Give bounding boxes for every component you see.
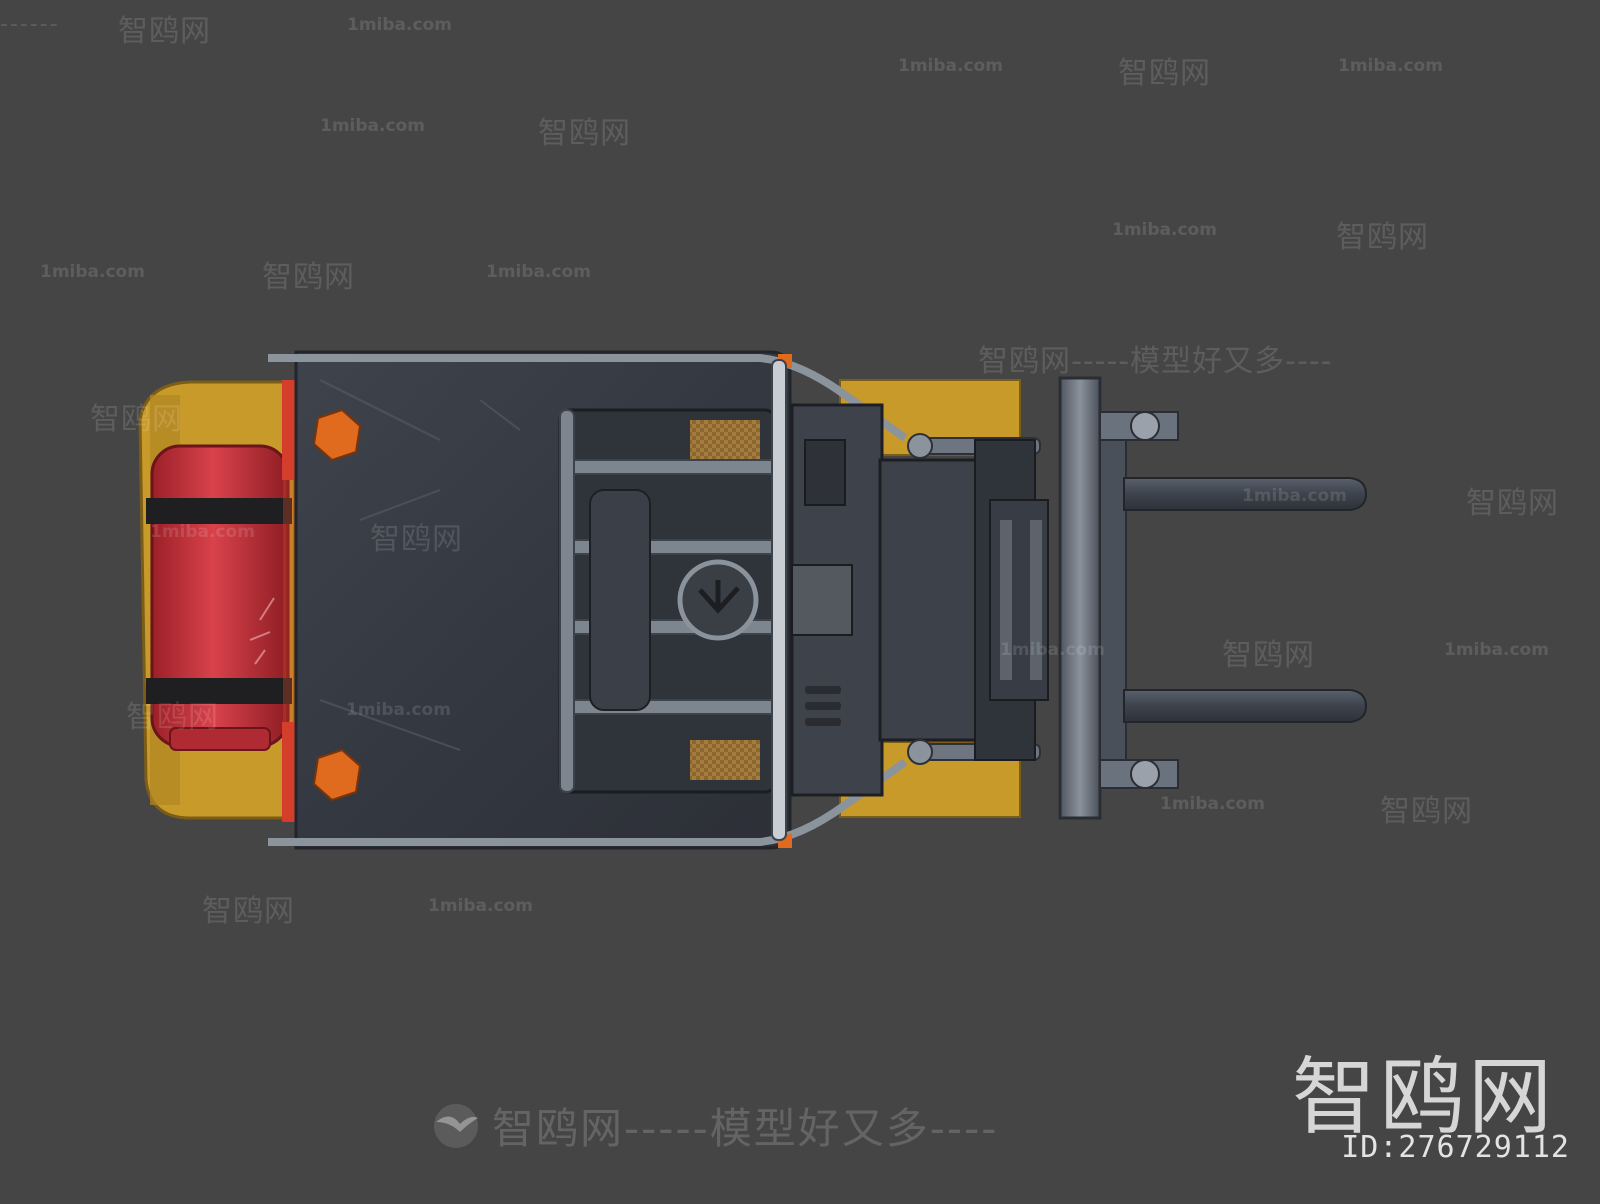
watermark-site: 1miba.com bbox=[346, 700, 451, 720]
watermark-brand: 智鸥网 bbox=[1118, 56, 1211, 91]
watermark-site: 1miba.com bbox=[40, 262, 145, 282]
watermark-site: 1miba.com bbox=[1160, 794, 1265, 814]
gas-cylinder bbox=[146, 444, 292, 751]
watermark-slogan: 智鸥网-----模型好又多---- bbox=[978, 344, 1333, 379]
operator-seat bbox=[589, 489, 651, 711]
control-levers bbox=[805, 686, 841, 726]
bottom-watermark: 智鸥网-----模型好又多---- bbox=[430, 1095, 998, 1156]
watermark-brand: 智鸥网 bbox=[90, 402, 183, 437]
watermark-brand: 智鸥网 bbox=[1222, 638, 1315, 673]
watermark-site: 1miba.com bbox=[320, 116, 425, 136]
brand-logo: 智鸥网 bbox=[1291, 1048, 1556, 1146]
fork-top bbox=[1123, 477, 1368, 511]
watermark-site: 1miba.com bbox=[347, 15, 452, 35]
watermark-brand: 智鸥网 bbox=[1466, 486, 1559, 521]
watermark-site: 1miba.com bbox=[1444, 640, 1549, 660]
watermark-brand: 智鸥网 bbox=[370, 522, 463, 557]
roof-bolt-bottom bbox=[312, 748, 362, 802]
watermark-site: 1miba.com bbox=[1242, 486, 1347, 506]
watermark-site: 1miba.com bbox=[486, 262, 591, 282]
watermark-site: 1miba.com bbox=[898, 56, 1003, 76]
watermark-site: 1miba.com bbox=[1338, 56, 1443, 76]
watermark-brand: 智鸥网 bbox=[1336, 220, 1429, 255]
fork-bottom bbox=[1123, 689, 1368, 723]
roof-frame-tube-top bbox=[268, 354, 908, 442]
bird-logo-icon bbox=[434, 1103, 478, 1148]
watermark-brand: 智鸥网 bbox=[262, 260, 355, 295]
watermark-brand: 智鸥网 bbox=[202, 894, 295, 929]
watermark-brand: 智鸥网 bbox=[1380, 794, 1473, 829]
watermark-site: 1miba.com bbox=[1000, 640, 1105, 660]
watermark-site: 1miba.com bbox=[428, 896, 533, 916]
roof-bolt-top bbox=[312, 408, 362, 462]
brand-id: ID:276729112 bbox=[1341, 1130, 1570, 1165]
roof-frame-tube-bottom bbox=[268, 758, 908, 846]
lift-mast bbox=[974, 376, 1179, 820]
watermark-brand: 智鸥网 bbox=[118, 14, 211, 49]
bottom-slogan: 智鸥网-----模型好又多---- bbox=[492, 1104, 999, 1153]
watermark-site: 1miba.com bbox=[1112, 220, 1217, 240]
watermark-brand: 智鸥网 bbox=[126, 700, 219, 735]
watermark-brand: 智鸥网 bbox=[538, 116, 631, 151]
watermark-site: 1miba.com bbox=[150, 522, 255, 542]
watermark-line: ------ bbox=[0, 12, 60, 37]
